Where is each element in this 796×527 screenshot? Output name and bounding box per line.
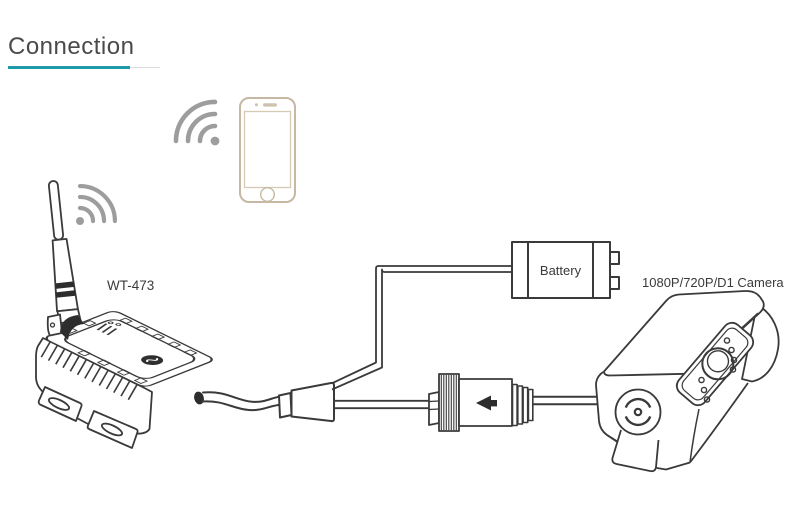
- camera-lens: [701, 347, 735, 381]
- wifi-icon-receiver: [76, 183, 118, 225]
- phone-speaker: [263, 103, 277, 107]
- lid-tick-marks: [96, 323, 118, 336]
- mounting-flange-bottom: [86, 410, 139, 449]
- smartphone: [239, 97, 296, 203]
- camera-bracket-knob: [614, 388, 662, 436]
- wires-to-battery: [331, 265, 512, 391]
- cable-receiver-to-splitter: [201, 391, 282, 412]
- receiver-box: [35, 311, 213, 449]
- phone-home-button: [260, 186, 276, 202]
- receiver-label: WT-473: [107, 278, 155, 293]
- camera-bracket-leg: [611, 429, 660, 473]
- aviation-connector: [428, 373, 534, 432]
- camera-ir-leds: [698, 337, 738, 403]
- camera-front-panel: [675, 321, 755, 407]
- antenna-hinge-knuckle: [60, 315, 84, 340]
- battery: [511, 241, 620, 299]
- wires-to-connector: [334, 399, 429, 410]
- title-underline: [8, 65, 130, 69]
- battery-terminal-bottom: [609, 276, 620, 290]
- receiver-side-ribs: [40, 341, 138, 401]
- battery-terminal-top: [609, 251, 620, 265]
- connector-strain-relief: [511, 383, 534, 427]
- camera-rear-cap: [741, 304, 780, 383]
- battery-label: Battery: [539, 263, 582, 278]
- mounting-flange-left: [37, 386, 83, 422]
- antenna: [47, 180, 82, 325]
- camera-sunshield: [603, 290, 765, 377]
- connector-arrow-icon: [476, 395, 491, 411]
- wifi-icon-phone: [173, 99, 220, 146]
- cable-splitter: [278, 381, 335, 423]
- camera-label: 1080P/720P/D1 Camera: [642, 275, 784, 290]
- rim-vent-slots: [64, 317, 198, 384]
- cable-connector-to-camera: [533, 395, 597, 406]
- camera: [595, 290, 780, 473]
- page-title: Connection: [8, 33, 135, 60]
- phone-camera-dot: [254, 103, 259, 107]
